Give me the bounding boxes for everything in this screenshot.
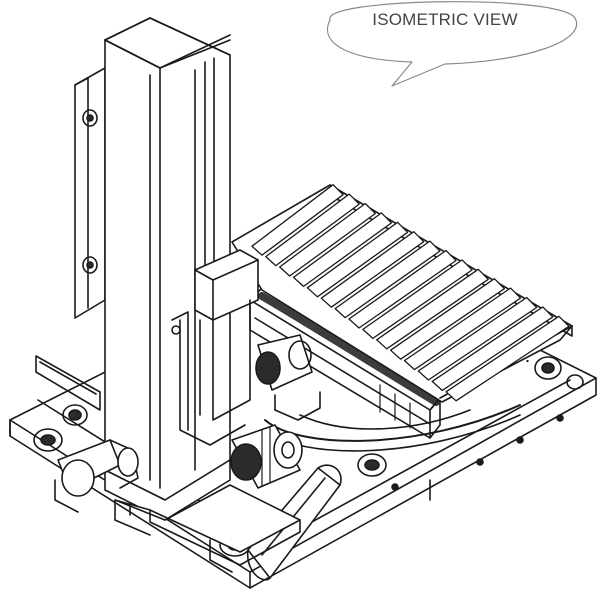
conveyor-drive-motor (255, 334, 321, 421)
drive-chain (258, 292, 440, 406)
front-plate (114, 484, 301, 566)
callout-bubble (327, 1, 578, 87)
turntable-drive-motor (230, 424, 303, 489)
callout-label: ISOMETRIC VIEW (372, 10, 518, 29)
lift-mast (74, 17, 231, 521)
gear-motor-left (54, 439, 139, 513)
roller-conveyor (231, 184, 573, 403)
mast-carriage (171, 249, 259, 446)
conveyor-roller (445, 315, 570, 402)
